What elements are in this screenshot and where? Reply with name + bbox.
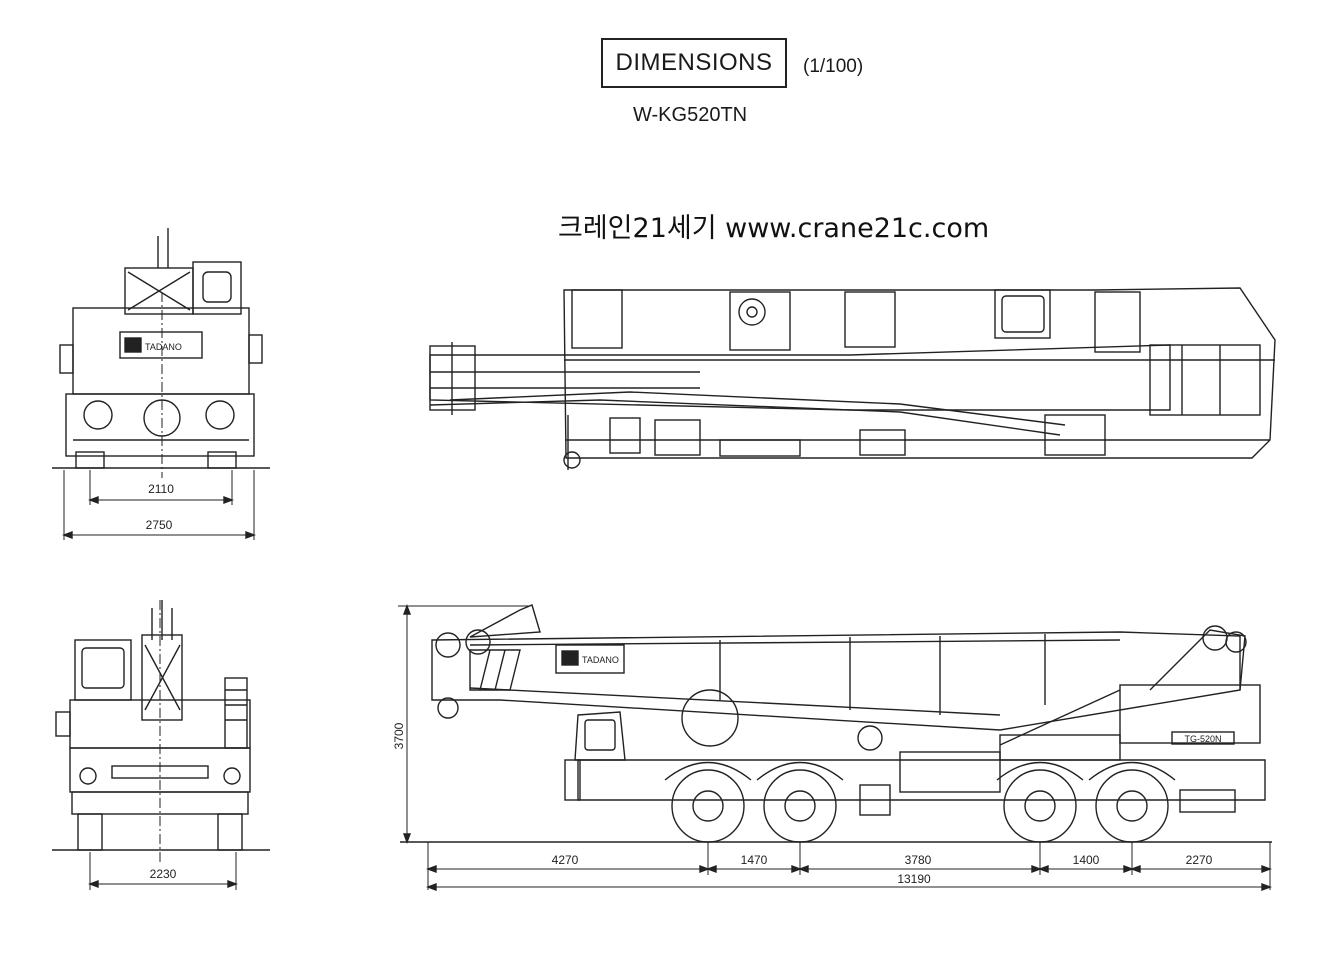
- side-view-drawing: TADANO TG-520N: [392, 604, 1272, 892]
- segment-label-2: 1470: [741, 853, 768, 867]
- side-height-label: 3700: [392, 722, 406, 749]
- boom-logo-panel: [555, 644, 625, 674]
- scale-label: (1/100): [803, 56, 864, 77]
- model-label: W-KG520TN: [633, 104, 748, 126]
- front-view-drawing: 2230: [52, 600, 270, 890]
- segment-label-1: 4270: [552, 853, 579, 867]
- rear-logo-panel: [119, 331, 203, 359]
- rear-logo-text: TADANO: [145, 342, 182, 352]
- wheel-2: [763, 769, 837, 843]
- plate-panel: [1171, 731, 1235, 745]
- front-track-width-label: 2230: [150, 867, 177, 881]
- wheel-3: [1003, 769, 1077, 843]
- rear-overall-width-label: 2750: [146, 518, 173, 532]
- page-title: DIMENSIONS: [615, 49, 773, 76]
- segment-label-4: 1400: [1073, 853, 1100, 867]
- wheel-1: [671, 769, 745, 843]
- title-box: DIMENSIONS: [601, 38, 787, 88]
- rear-track-width-label: 2110: [148, 482, 174, 496]
- boom-logo-text: TADANO: [582, 655, 619, 665]
- plate-text: TG-520N: [1184, 734, 1221, 744]
- overall-length-label: 13190: [897, 872, 931, 886]
- wheel-4: [1095, 769, 1169, 843]
- top-view-drawing: [429, 287, 1276, 470]
- rear-view-drawing: TADANO 2110 2750: [52, 228, 270, 540]
- segment-label-5: 2270: [1186, 853, 1213, 867]
- watermark: 크레인21세기 www.crane21c.com: [558, 213, 990, 244]
- segment-label-3: 3780: [905, 853, 932, 867]
